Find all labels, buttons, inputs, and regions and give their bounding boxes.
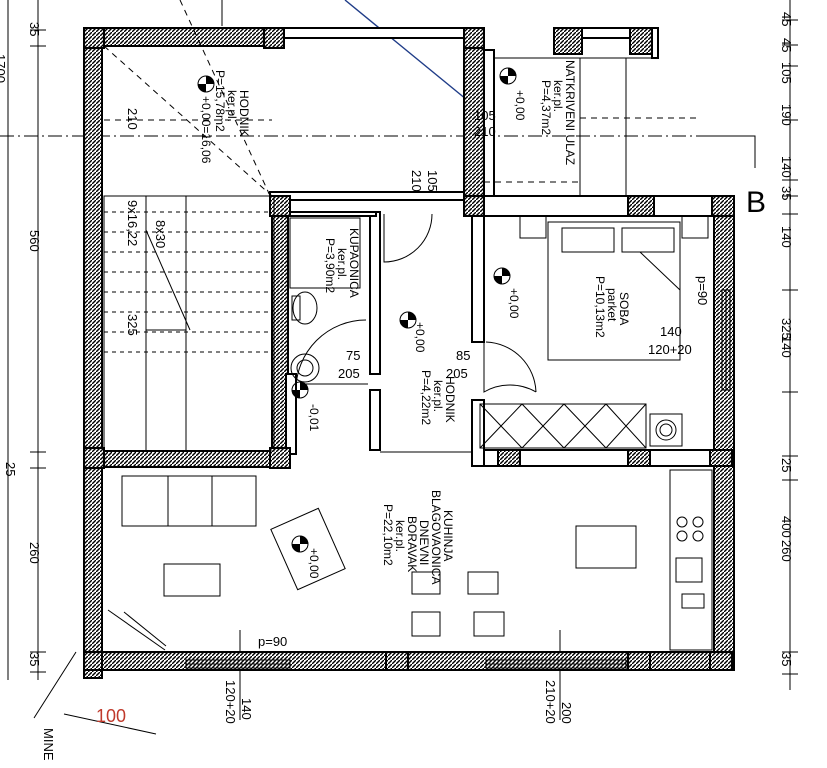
level-soba: +0,00 [507, 288, 521, 319]
svg-text:KUHINJA: KUHINJA [441, 510, 455, 561]
svg-text:190: 190 [779, 104, 794, 126]
hall-mid-width: 105 [425, 170, 440, 192]
doors [295, 213, 537, 453]
svg-text:SOBA: SOBA [617, 292, 631, 325]
svg-text:ker.pl.: ker.pl. [335, 248, 349, 280]
level-kuhinja: +0,00 [307, 548, 321, 579]
left-dim-total: 1700 [0, 54, 8, 83]
svg-text:KUPAONICA: KUPAONICA [347, 228, 361, 298]
soba-window-height: 120+20 [648, 342, 692, 357]
svg-text:BLAGOVAONICA: BLAGOVAONICA [429, 490, 443, 584]
hall-mid-height: 210 [409, 170, 424, 192]
svg-text:P=10,13m2: P=10,13m2 [593, 276, 607, 338]
svg-text:DNEVNI: DNEVNI [417, 520, 431, 565]
bottom-window-1-width: 140 [239, 698, 254, 720]
svg-text:ker.pl.: ker.pl. [225, 90, 239, 122]
top-dim: 210 [125, 108, 140, 130]
hall-top-width: 105 [474, 108, 496, 123]
stairs [103, 0, 275, 452]
room-door-width: 85 [456, 348, 470, 363]
svg-text:260: 260 [779, 540, 794, 562]
svg-text:35: 35 [779, 186, 794, 200]
living-sill: p=90 [258, 634, 287, 649]
svg-text:HODNIK: HODNIK [443, 376, 457, 423]
svg-text:P=4,37m2: P=4,37m2 [539, 80, 553, 135]
level-hodnik-mid: +0,00 [413, 322, 427, 353]
svg-text:25: 25 [779, 458, 794, 472]
svg-text:105: 105 [779, 62, 794, 84]
entrance-stairs [484, 57, 700, 196]
right-dimension-lines [782, 0, 798, 690]
hall-top-height: 210 [474, 124, 496, 139]
svg-text:BORAVAK: BORAVAK [405, 516, 419, 572]
svg-text:P=15,78m2: P=15,78m2 [213, 70, 227, 132]
svg-text:ker.pl.: ker.pl. [551, 80, 565, 112]
svg-text:400: 400 [779, 516, 794, 538]
outer-walls [83, 27, 735, 679]
stairs-tread: 8x30 [153, 220, 168, 248]
living-furniture [107, 475, 637, 651]
level-markers [197, 67, 517, 553]
section-marker: B [746, 186, 766, 219]
room-label-ulaz: NATKRIVENI ULAZ ker.pl. P=4,37m2 [539, 60, 577, 165]
soba-sill: p=90 [695, 276, 710, 305]
interior-walls [83, 27, 733, 671]
stairs-length: 325 [125, 314, 140, 336]
level-ulaz: +0,00 [513, 90, 527, 121]
bottom-window-2-width: 200 [559, 702, 574, 724]
corner-text: MINE [41, 728, 56, 761]
svg-text:parket: parket [605, 288, 619, 322]
kitchen-counter [479, 403, 713, 651]
svg-text:325: 325 [779, 318, 794, 340]
svg-text:45: 45 [779, 12, 794, 26]
svg-text:ker.pl.: ker.pl. [393, 520, 407, 552]
svg-text:140: 140 [779, 336, 794, 358]
bottom-window-1-height: 120+20 [223, 680, 238, 724]
level-kupaonica: -0,01 [307, 404, 321, 432]
svg-text:140: 140 [779, 226, 794, 248]
corner-pointer [33, 651, 157, 735]
bed [519, 215, 709, 361]
svg-text:P=22,10m2: P=22,10m2 [381, 504, 395, 566]
stairs-count: 9x16,22 [125, 200, 140, 246]
room-door-height: 205 [446, 366, 468, 381]
room-label-hodnik-mid: HODNIK ker.pl. P=4,22m2 [419, 370, 457, 425]
svg-text:NATKRIVENI ULAZ: NATKRIVENI ULAZ [563, 60, 577, 165]
room-label-hodnik-top: HODNIK ker.pl. P=15,78m2 [213, 70, 251, 137]
soba-window-width: 140 [660, 324, 682, 339]
left-dim-5: 35 [27, 652, 42, 666]
bath-door-width: 75 [346, 348, 360, 363]
scale-label: 100 [96, 706, 126, 726]
bathroom-fixtures [289, 217, 361, 383]
svg-text:ker.pl.: ker.pl. [431, 380, 445, 412]
bottom-window-2-height: 210+20 [543, 680, 558, 724]
svg-text:P=3,90m2: P=3,90m2 [323, 238, 337, 293]
windows [185, 289, 731, 669]
room-label-kupaonica: KUPAONICA ker.pl. P=3,90m2 [323, 228, 361, 298]
room-label-kuhinja: KUHINJA BLAGOVAONICA DNEVNI BORAVAK ker.… [381, 490, 455, 584]
level-hodnik-top: +0,00=16,06 [199, 96, 213, 164]
right-dims: 45 45 105 190 140 35 140 325 140 25 400 … [779, 12, 794, 666]
svg-text:35: 35 [779, 652, 794, 666]
room-label-soba: SOBA parket P=10,13m2 [593, 276, 631, 338]
left-dimension-lines [7, 0, 46, 680]
axis-lines [0, 0, 756, 168]
left-dim-3: 25 [3, 462, 18, 476]
svg-text:45: 45 [779, 38, 794, 52]
left-dim-1: 35 [27, 22, 42, 36]
svg-text:140: 140 [779, 156, 794, 178]
svg-text:P=4,22m2: P=4,22m2 [419, 370, 433, 425]
left-dim-2: 560 [27, 230, 42, 252]
left-dim-4: 260 [27, 542, 42, 564]
bath-door-height: 205 [338, 366, 360, 381]
svg-text:HODNIK: HODNIK [237, 90, 251, 137]
